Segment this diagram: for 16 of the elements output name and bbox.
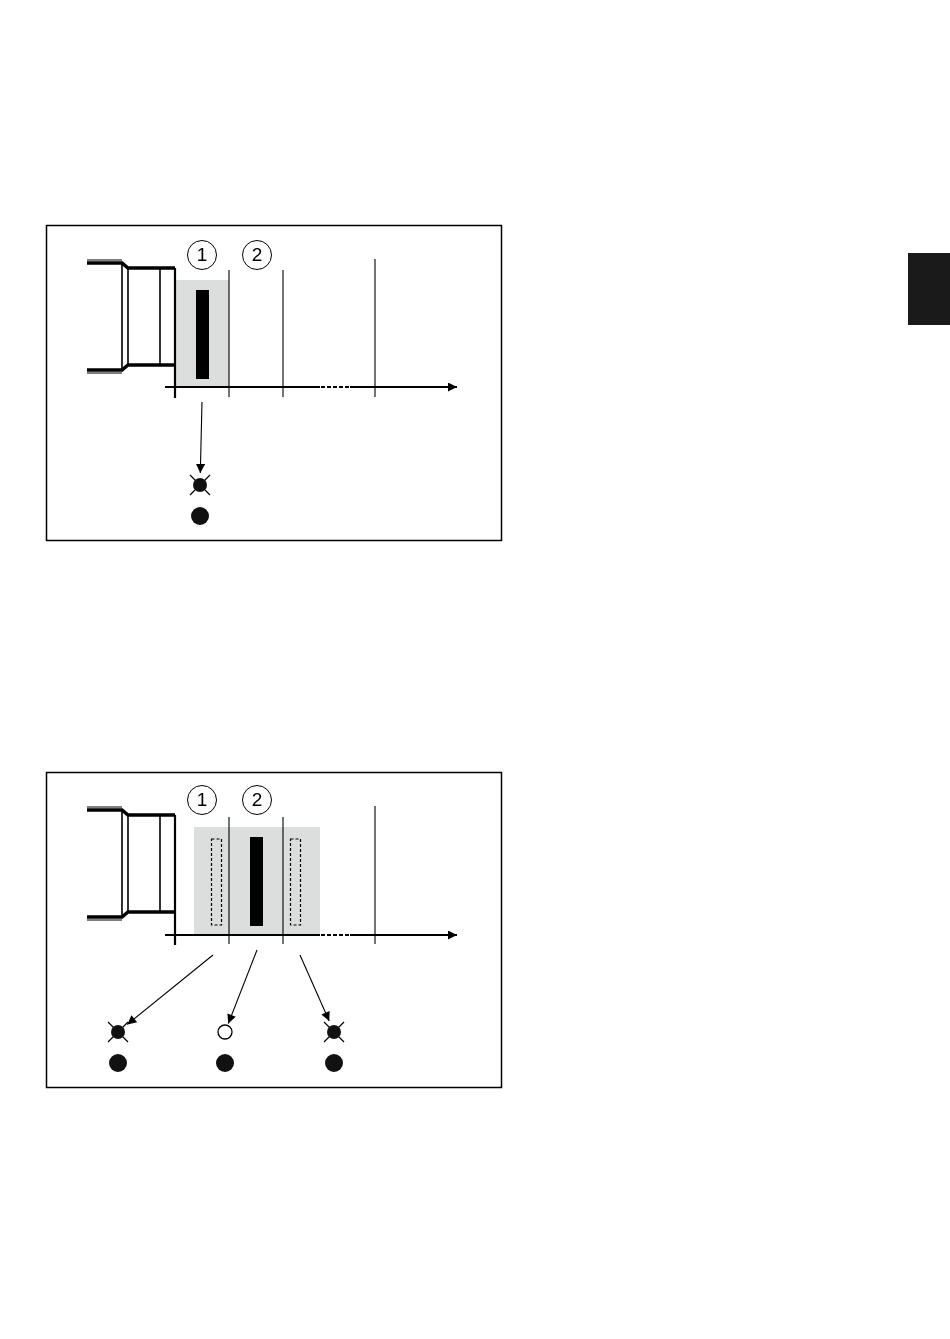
callout-number: 1 [187,240,217,270]
led-on-icon [109,1054,127,1072]
arrow [196,401,205,474]
arrow [299,954,330,1022]
led-flashing-icon [189,474,211,496]
led-flashing-icon [107,1021,129,1043]
callout-number: 2 [242,785,272,815]
led-on-icon [216,1054,234,1072]
led-off-icon [217,1024,233,1040]
led-flashing-icon [323,1021,345,1043]
callout-number: 2 [242,240,272,270]
led-on-icon [325,1054,343,1072]
arrow [227,949,258,1025]
callout-number: 1 [187,785,217,815]
led-on-icon [191,507,209,525]
arrow [126,954,214,1025]
